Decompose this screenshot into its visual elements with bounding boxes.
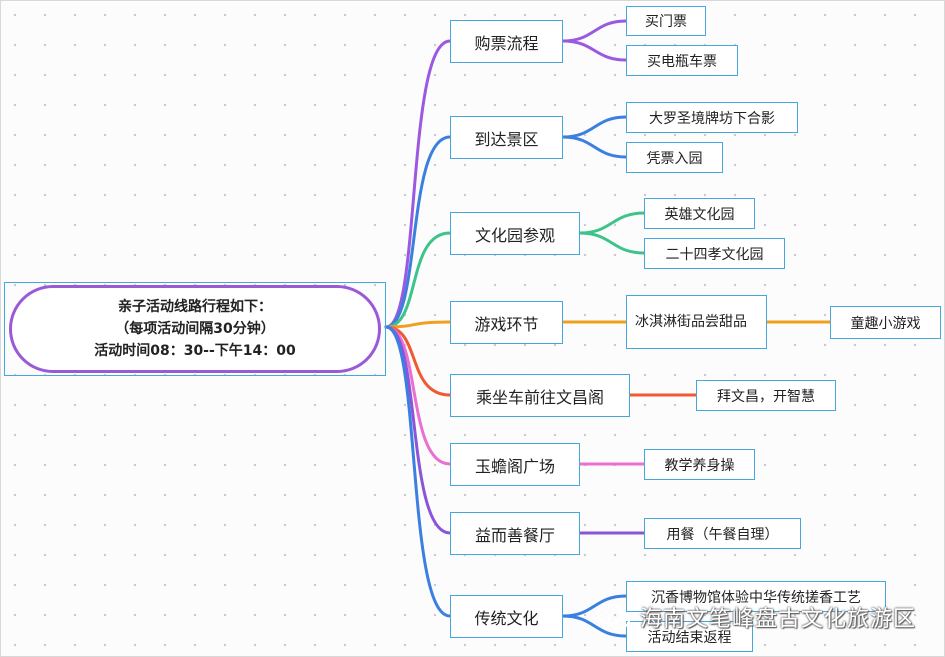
root-interval-note: （每项活动间隔30分钟）: [115, 321, 275, 337]
leaf-activity-end-return[interactable]: 活动结束返程: [626, 621, 753, 652]
watermark: 海南文笔峰盘古文化旅游区: [596, 600, 916, 634]
leaf-kids-games[interactable]: 童趣小游戏: [830, 306, 941, 339]
leaf-lunch[interactable]: 用餐（午餐自理）: [644, 518, 801, 549]
branch-restaurant[interactable]: 益而善餐厅: [450, 512, 580, 555]
leaf-connector: [561, 115, 628, 139]
branch-traditional-culture[interactable]: 传统文化: [450, 595, 563, 638]
root-node-selection[interactable]: 亲子活动线路行程如下： （每项活动间隔30分钟） 活动时间08：30--下午14…: [4, 282, 386, 376]
root-node[interactable]: 亲子活动线路行程如下： （每项活动间隔30分钟） 活动时间08：30--下午14…: [9, 285, 381, 373]
leaf-agarwood-museum[interactable]: 沉香博物馆体验中华传统搓香工艺: [626, 581, 886, 612]
branch-connector: [384, 325, 452, 618]
leaf-group-photo[interactable]: 大罗圣境牌坊下合影: [626, 102, 798, 133]
leaf-buy-entry-ticket[interactable]: 买门票: [626, 6, 706, 36]
watermark-text: 海南文笔峰盘古文化旅游区: [640, 607, 917, 632]
branch-culture-park-visit[interactable]: 文化园参观: [450, 212, 580, 255]
branch-yuchan-square[interactable]: 玉蟾阁广场: [450, 443, 580, 486]
branch-game-session[interactable]: 游戏环节: [450, 301, 563, 344]
leaf-connector: [561, 614, 628, 638]
branch-connector: [384, 39, 452, 329]
branch-ticket-process[interactable]: 购票流程: [450, 20, 563, 63]
branch-connector: [384, 320, 452, 329]
branch-connector: [384, 325, 452, 397]
leaf-worship-wenchang[interactable]: 拜文昌，开智慧: [696, 380, 836, 411]
leaf-buy-cart-ticket[interactable]: 买电瓶车票: [626, 45, 738, 76]
leaf-24-filial-piety-park[interactable]: 二十四孝文化园: [644, 238, 785, 269]
branch-connector: [384, 325, 452, 466]
leaf-ice-cream-street[interactable]: 冰淇淋街品尝甜品: [626, 295, 767, 349]
root-time-range: 活动时间08：30--下午14：00: [94, 343, 296, 359]
branch-arrive-scenic-area[interactable]: 到达景区: [450, 116, 563, 159]
leaf-enter-with-ticket[interactable]: 凭票入园: [626, 142, 723, 173]
leaf-hero-culture-park[interactable]: 英雄文化园: [644, 198, 755, 229]
leaf-connector: [561, 135, 628, 159]
branch-connector: [384, 135, 452, 329]
leaf-connector: [578, 231, 646, 255]
root-title: 亲子活动线路行程如下：: [118, 299, 272, 315]
wechat-icon: [596, 603, 631, 630]
leaf-connector: [561, 19, 628, 43]
branch-ride-to-wenchang[interactable]: 乘坐车前往文昌阁: [450, 374, 630, 417]
leaf-health-exercise[interactable]: 教学养身操: [644, 449, 755, 480]
branch-connector: [384, 231, 452, 329]
leaf-connector: [561, 39, 628, 62]
leaf-connector: [578, 211, 646, 235]
